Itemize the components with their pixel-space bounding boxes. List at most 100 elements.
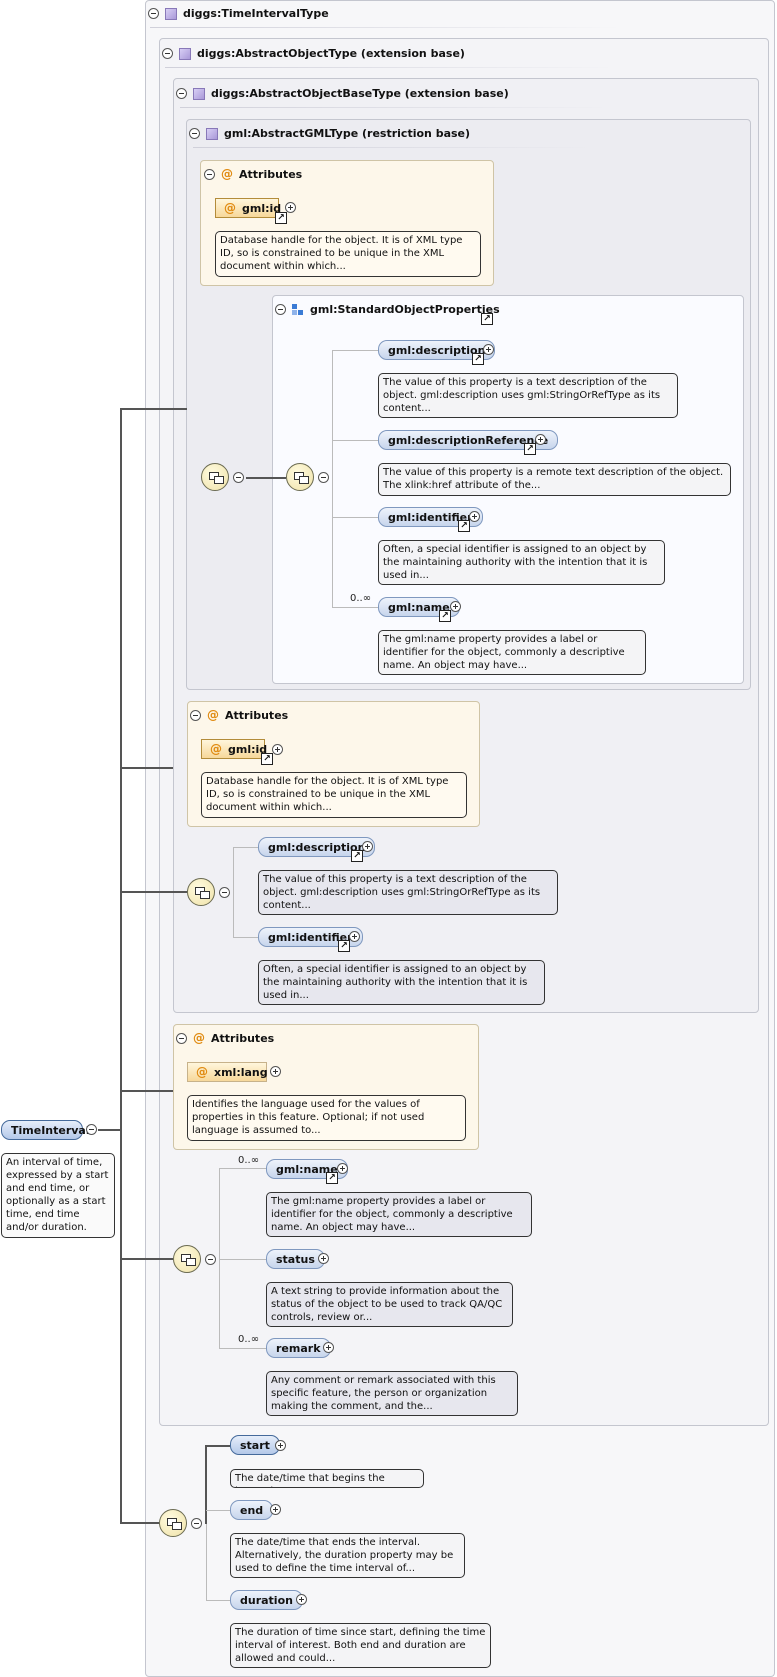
title-underline <box>193 147 593 148</box>
element-gml-identifier[interactable]: gml:identifier <box>258 927 363 947</box>
attr-doc-gml-id: Database handle for the object. It is of… <box>201 772 467 818</box>
complex-type-icon <box>179 47 191 60</box>
type-title-abstract-object-base: diggs:AbstractObjectBaseType (extension … <box>176 87 509 100</box>
element-gml-description[interactable]: gml:description <box>378 340 496 360</box>
collapse-icon[interactable] <box>148 8 159 19</box>
collapse-icon[interactable] <box>233 472 244 483</box>
type-title-time-interval: diggs:TimeIntervalType <box>148 7 329 20</box>
type-title-abstract-object: diggs:AbstractObjectType (extension base… <box>162 47 465 60</box>
collapse-icon[interactable] <box>176 88 187 99</box>
expand-icon[interactable] <box>535 434 546 445</box>
element-start[interactable]: start <box>230 1435 280 1455</box>
collapse-icon[interactable] <box>275 304 286 315</box>
connector <box>98 1129 120 1131</box>
collapse-icon[interactable] <box>86 1124 97 1135</box>
sequence-compositor[interactable] <box>173 1245 201 1273</box>
root-doc: An interval of time, expressed by a star… <box>1 1153 115 1238</box>
element-end[interactable]: end <box>230 1500 274 1520</box>
collapse-icon[interactable] <box>189 128 200 139</box>
attr-gml-id[interactable]: @ gml:id <box>215 198 281 218</box>
group-title-standard-object-properties: gml:StandardObjectProperties <box>275 303 500 316</box>
connector <box>206 1524 207 1600</box>
sequence-compositor[interactable] <box>187 878 215 906</box>
expand-icon[interactable] <box>349 931 360 942</box>
collapse-icon[interactable] <box>190 709 201 721</box>
connector <box>246 477 286 479</box>
element-duration[interactable]: duration <box>230 1590 303 1610</box>
collapse-icon[interactable] <box>318 472 329 483</box>
connector <box>120 408 187 410</box>
connector <box>332 607 378 608</box>
cardinality-label: 0..∞ <box>350 593 372 604</box>
element-doc-start: The date/time that begins the interval <box>230 1469 424 1488</box>
connector <box>120 767 173 769</box>
connector <box>219 1168 220 1348</box>
expand-icon[interactable] <box>270 1504 281 1515</box>
attribute-icon: @ <box>207 708 219 722</box>
expand-icon[interactable] <box>296 1594 307 1605</box>
attribute-icon: @ <box>193 1031 205 1045</box>
collapse-icon[interactable] <box>219 887 230 898</box>
connector <box>332 350 378 351</box>
attr-doc-xml-lang: Identifies the language used for the val… <box>187 1095 466 1141</box>
element-doc-identifier: Often, a special identifier is assigned … <box>378 540 665 585</box>
expand-icon[interactable] <box>362 841 373 852</box>
reference-icon[interactable] <box>472 353 484 365</box>
reference-icon[interactable] <box>338 940 350 952</box>
attr-gml-id[interactable]: @ gml:id <box>201 739 267 759</box>
title-underline <box>180 107 610 108</box>
reference-icon[interactable] <box>481 313 493 325</box>
reference-icon[interactable] <box>326 1172 338 1184</box>
expand-icon[interactable] <box>275 1440 286 1451</box>
expand-icon[interactable] <box>318 1253 329 1264</box>
complex-type-icon <box>193 87 205 100</box>
element-gml-identifier[interactable]: gml:identifier <box>378 507 483 527</box>
reference-icon[interactable] <box>261 753 273 765</box>
title-underline <box>150 27 620 28</box>
element-doc-description-reference: The value of this property is a remote t… <box>378 463 731 496</box>
element-doc-name: The gml:name property provides a label o… <box>266 1192 532 1237</box>
collapse-icon[interactable] <box>204 168 215 180</box>
connector <box>206 1600 230 1601</box>
reference-icon[interactable] <box>351 850 363 862</box>
expand-icon[interactable] <box>285 202 296 213</box>
sequence-compositor[interactable] <box>159 1509 187 1537</box>
attr-xml-lang[interactable]: @ xml:lang <box>187 1062 268 1082</box>
attribute-icon: @ <box>224 201 236 215</box>
element-gml-description-reference[interactable]: gml:descriptionReference <box>378 430 559 450</box>
collapse-icon[interactable] <box>162 48 173 59</box>
connector <box>219 1259 266 1260</box>
cardinality-label: 0..∞ <box>238 1334 260 1345</box>
root-element-time-interval[interactable]: TimeInterval <box>1 1120 90 1140</box>
reference-icon[interactable] <box>439 610 451 622</box>
sequence-compositor[interactable] <box>286 463 314 491</box>
title-underline <box>165 67 615 68</box>
connector <box>332 440 378 441</box>
attr-doc-gml-id: Database handle for the object. It is of… <box>215 231 481 277</box>
element-gml-description[interactable]: gml:description <box>258 837 376 857</box>
expand-icon[interactable] <box>272 744 283 755</box>
connector <box>120 1522 159 1524</box>
connector <box>206 1510 230 1511</box>
connector <box>120 1258 173 1260</box>
element-status[interactable]: status <box>266 1249 325 1269</box>
expand-icon[interactable] <box>337 1163 348 1174</box>
element-remark[interactable]: remark <box>266 1338 331 1358</box>
reference-icon[interactable] <box>524 443 536 455</box>
reference-icon[interactable] <box>458 520 470 532</box>
connector <box>233 847 258 848</box>
collapse-icon[interactable] <box>205 1254 216 1265</box>
collapse-icon[interactable] <box>176 1032 187 1044</box>
collapse-icon[interactable] <box>191 1518 202 1529</box>
expand-icon[interactable] <box>323 1342 334 1353</box>
expand-icon[interactable] <box>270 1066 281 1077</box>
connector <box>233 937 258 938</box>
expand-icon[interactable] <box>469 511 480 522</box>
sequence-compositor[interactable] <box>201 463 229 491</box>
element-doc-remark: Any comment or remark associated with th… <box>266 1371 518 1416</box>
attributes-title: @ Attributes <box>204 167 302 181</box>
reference-icon[interactable] <box>275 212 287 224</box>
expand-icon[interactable] <box>483 344 494 355</box>
element-doc-end: The date/time that ends the interval. Al… <box>230 1533 465 1578</box>
expand-icon[interactable] <box>450 601 461 612</box>
